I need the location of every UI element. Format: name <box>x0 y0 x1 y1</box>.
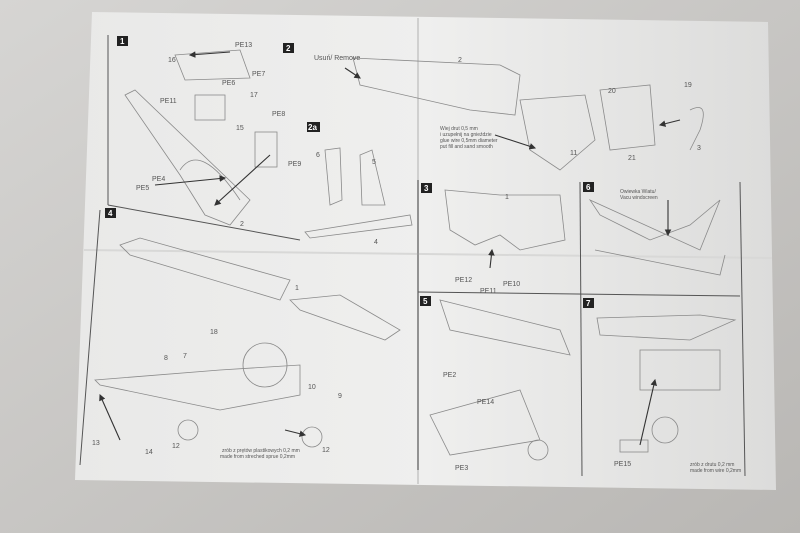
part-label: PE13 <box>235 42 252 49</box>
part-label: 12 <box>172 443 180 450</box>
step-2-drawing: Usuń/ Remove 2 11 20 19 21 3 Wiej drut 0… <box>314 55 704 171</box>
note-text: Wiej drut 0,5 mm <box>440 126 478 132</box>
part-label: 15 <box>236 125 244 132</box>
part-label: 2 <box>458 57 462 64</box>
part-label: PE10 <box>503 281 520 288</box>
part-label: 3 <box>697 145 701 152</box>
note-text: Vacu windscreen <box>620 195 658 201</box>
part-label: 21 <box>628 155 636 162</box>
part-label: 16 <box>168 57 176 64</box>
paper-sheet <box>75 12 776 490</box>
part-label: 11 <box>570 150 577 157</box>
part-label: 19 <box>684 82 692 89</box>
note-text: zrób z prętów plastikowych 0,2 mm <box>222 448 300 454</box>
note-text: made from streched sprue 0,2mm <box>220 454 295 460</box>
part-label: 18 <box>210 329 218 336</box>
note-text: i uzupełnij na gnieździe <box>440 132 492 138</box>
part-label: 10 <box>308 384 316 391</box>
part-label: PE4 <box>152 176 165 183</box>
step-4-number: 4 <box>108 209 113 218</box>
step-6-drawing: Owiewka Wiatu/ Vacu windscreen <box>588 189 726 276</box>
part-label: PE3 <box>455 465 468 472</box>
part-label: PE11 <box>480 288 497 295</box>
note-text: glue wire 0,5mm diameter <box>440 138 498 144</box>
part-label: 8 <box>164 355 168 362</box>
step-5-number: 5 <box>423 297 428 306</box>
part-label: PE5 <box>136 185 149 192</box>
step-2-number: 2 <box>286 44 291 53</box>
part-label: PE15 <box>614 461 631 468</box>
part-label: PE11 <box>160 98 177 105</box>
step-3-number: 3 <box>424 184 429 193</box>
part-label: PE9 <box>288 161 301 168</box>
note-text: made from wire 0,2mm <box>690 468 741 474</box>
part-label: 17 <box>250 92 258 99</box>
step-badges: 1 2 2a 3 4 5 6 7 <box>105 36 594 308</box>
part-label: 14 <box>145 449 153 456</box>
part-label: 9 <box>338 393 342 400</box>
part-label: 4 <box>374 239 378 246</box>
part-label: 1 <box>505 194 509 201</box>
panel-borders <box>79 35 746 477</box>
part-label: PE12 <box>455 277 472 284</box>
step-1-drawing: PE13 16 PE7 PE6 PE11 17 PE8 15 PE9 PE4 P… <box>124 42 301 228</box>
step-5-drawing: PE2 PE14 PE3 <box>429 299 571 472</box>
part-label: PE7 <box>252 71 265 78</box>
part-label: 13 <box>92 440 100 447</box>
part-label: PE14 <box>477 399 494 406</box>
part-label: 7 <box>183 353 187 360</box>
step-3-drawing: 1 PE12 PE11 PE10 <box>444 189 566 295</box>
note-text: Owiewka Wiatu/ <box>620 189 656 195</box>
part-label: 2 <box>240 221 244 228</box>
step-2a-number: 2a <box>308 123 317 132</box>
part-label: Usuń/ Remove <box>314 55 360 62</box>
step-2a-drawing: 6 5 4 <box>304 147 413 246</box>
note-text: put fill and sand smooth <box>440 144 493 150</box>
step-7-number: 7 <box>586 299 591 308</box>
part-label: PE8 <box>272 111 285 118</box>
step-7-drawing: PE15 zrób z drutu 0,2 mm made from wire … <box>596 314 741 474</box>
part-label: 5 <box>372 159 376 166</box>
part-label: 20 <box>608 88 616 95</box>
step-4-drawing: 1 18 8 7 10 9 13 14 12 12 zrób z prętów … <box>92 237 401 460</box>
step-6-number: 6 <box>586 183 591 192</box>
note-text: zrób z drutu 0,2 mm <box>690 462 734 468</box>
part-label: 6 <box>316 152 320 159</box>
part-label: PE2 <box>443 372 456 379</box>
part-label: 12 <box>322 447 330 454</box>
part-label: 1 <box>295 285 299 292</box>
step-1-number: 1 <box>120 37 125 46</box>
part-label: PE6 <box>222 80 235 87</box>
